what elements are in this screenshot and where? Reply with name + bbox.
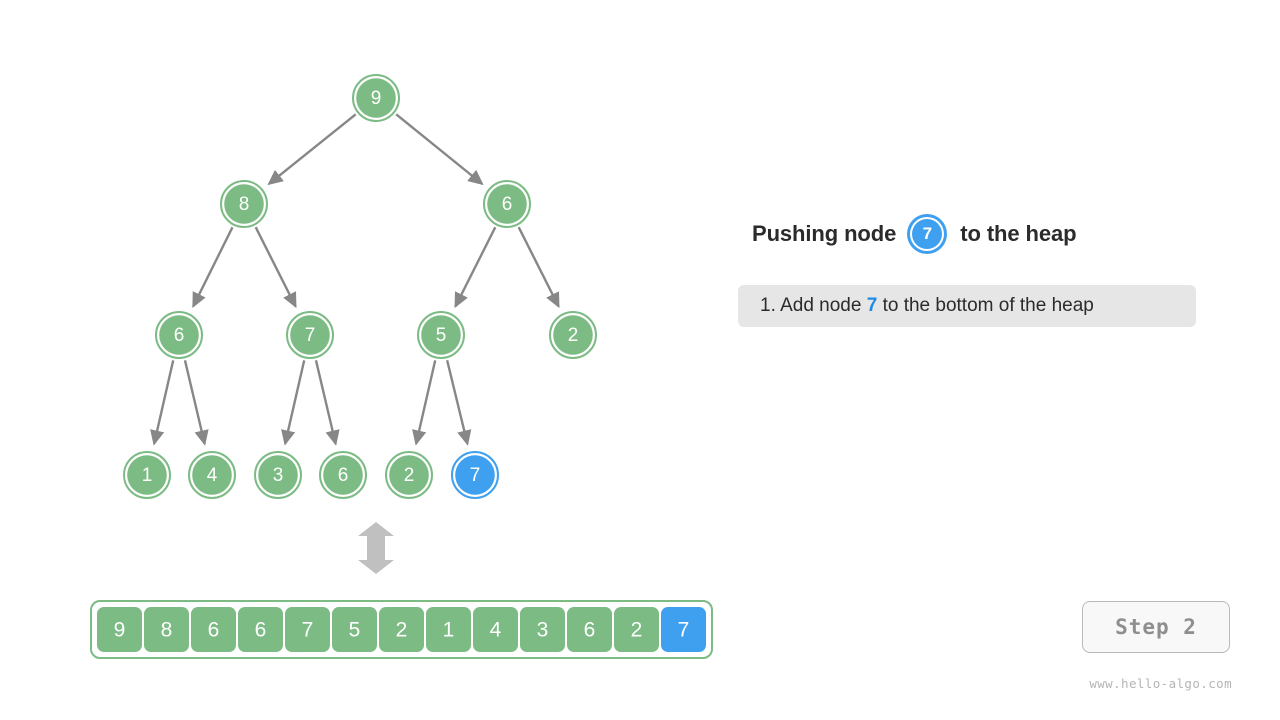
- tree-node-label: 2: [404, 465, 415, 486]
- array-cell-label: 6: [584, 619, 596, 642]
- tree-edges: [150, 113, 560, 446]
- array-cell: 6: [238, 607, 283, 652]
- array-cell-label: 6: [208, 619, 220, 642]
- tree-node-label: 3: [273, 465, 284, 486]
- tree-node-label: 6: [174, 325, 185, 346]
- tree-edge: [517, 226, 560, 309]
- array-cell: 6: [567, 607, 612, 652]
- tree-node-label: 7: [470, 465, 481, 486]
- panel-title: Pushing node 7 to the heap: [752, 217, 1077, 251]
- step-text-prefix: 1. Add node: [760, 295, 862, 316]
- tree-node: 3: [254, 451, 302, 499]
- array-cell: 2: [614, 607, 659, 652]
- tree-node-label: 4: [207, 465, 218, 486]
- step-counter-button[interactable]: Step 2: [1082, 601, 1230, 653]
- heap-array: 9 8 6 6 7 5 2 1 4 3 6 2 7: [90, 600, 713, 659]
- array-cell-label: 8: [161, 619, 173, 642]
- tree-edge: [192, 226, 234, 309]
- array-cell: 7: [285, 607, 330, 652]
- tree-node: 6: [155, 311, 203, 359]
- tree-node-label: 9: [371, 88, 382, 109]
- tree-edge: [183, 360, 209, 446]
- tree-edge: [150, 360, 175, 446]
- tree-array-connector: [358, 522, 394, 574]
- tree-node: 4: [188, 451, 236, 499]
- array-cell: 3: [520, 607, 565, 652]
- array-cell-label: 9: [114, 619, 126, 642]
- tree-node: 6: [319, 451, 367, 499]
- array-cell-label: 2: [396, 619, 408, 642]
- array-cell: 4: [473, 607, 518, 652]
- tree-nodes: 9 8 6 6 7 5 2 1 4 3 6 2 7: [123, 74, 597, 499]
- array-cell-label: 7: [678, 619, 690, 642]
- tree-node: 6: [483, 180, 531, 228]
- array-cell: 6: [191, 607, 236, 652]
- tree-edge: [314, 360, 340, 446]
- watermark: www.hello-algo.com: [1089, 676, 1232, 691]
- array-cell: 9: [97, 607, 142, 652]
- array-cell-label: 6: [255, 619, 267, 642]
- step-description-box: 1. Add node 7 to the bottom of the heap: [738, 285, 1196, 327]
- tree-node-highlighted: 7: [451, 451, 499, 499]
- array-cell-label: 2: [631, 619, 643, 642]
- pushed-node-badge: 7: [910, 217, 945, 251]
- double-arrow-vertical-icon: [358, 522, 394, 574]
- array-cell-label: 5: [349, 619, 361, 642]
- heap-diagram-svg: 9 8 6 6 7 5 2 1 4 3 6 2 7 9 8 6 6 7 5 2 1 4 3 6 2 7: [90, 74, 713, 659]
- panel-title-suffix: to the heap: [960, 221, 1077, 246]
- array-frame: [90, 600, 713, 659]
- array-cell: 1: [426, 607, 471, 652]
- array-cell-label: 3: [537, 619, 549, 642]
- tree-node: 9: [352, 74, 400, 122]
- array-cell: 5: [332, 607, 377, 652]
- tree-edge: [412, 360, 437, 446]
- array-cell-highlighted: 7: [661, 607, 706, 652]
- tree-node: 7: [286, 311, 334, 359]
- tree-node-label: 1: [142, 465, 153, 486]
- panel-title-prefix: Pushing node: [752, 221, 897, 246]
- array-cell: 2: [379, 607, 424, 652]
- tree-node: 2: [549, 311, 597, 359]
- step-text-suffix: to the bottom of the heap: [882, 295, 1094, 316]
- step-counter-label: Step 2: [1115, 615, 1197, 639]
- tree-node: 1: [123, 451, 171, 499]
- array-cell-label: 4: [490, 619, 502, 642]
- tree-node-label: 6: [338, 465, 349, 486]
- tree-node-label: 7: [305, 325, 316, 346]
- tree-node: 5: [417, 311, 465, 359]
- tree-node-label: 6: [502, 194, 513, 215]
- tree-node-label: 5: [436, 325, 447, 346]
- tree-edge: [395, 113, 484, 186]
- tree-node-label: 2: [568, 325, 579, 346]
- tree-node: 8: [220, 180, 268, 228]
- tree-edge: [454, 226, 497, 309]
- array-cell: 8: [144, 607, 189, 652]
- tree-node-label: 8: [239, 194, 250, 215]
- array-cell-label: 7: [302, 619, 314, 642]
- tree-edge: [445, 359, 472, 446]
- tree-edge: [254, 226, 297, 309]
- array-cell-label: 1: [443, 619, 455, 642]
- tree-edge: [281, 360, 306, 446]
- step-text-highlight: 7: [866, 295, 878, 316]
- tree-node: 2: [385, 451, 433, 499]
- tree-edge: [267, 113, 357, 186]
- step-description-text: 1. Add node 7 to the bottom of the heap: [760, 295, 1094, 317]
